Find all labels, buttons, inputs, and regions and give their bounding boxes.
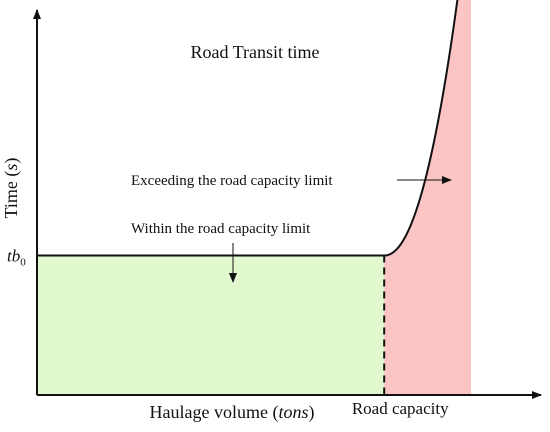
exceeding-label: Exceeding the road capacity limit	[131, 173, 333, 189]
x-axis-label-end: )	[308, 402, 314, 423]
chart-title: Road Transit time	[190, 42, 319, 62]
within-capacity-region	[38, 255, 385, 395]
exceeding-capacity-region	[384, 0, 471, 395]
y-axis-label-unit: s	[1, 164, 21, 171]
x-tick-label: Road capacity	[352, 399, 449, 418]
x-axis-label-unit: tons	[278, 402, 308, 422]
y-axis-label-main: Time (	[1, 171, 22, 219]
y-tick-label: tb0	[7, 247, 26, 269]
y-tick-main: tb	[7, 247, 20, 266]
y-axis-label: Time (s)	[1, 158, 22, 219]
within-label: Within the road capacity limit	[131, 221, 311, 237]
y-tick-subscript: 0	[20, 257, 26, 269]
x-axis-label: Haulage volume (tons)	[150, 402, 315, 423]
x-axis-label-main: Haulage volume (	[150, 402, 279, 423]
y-axis-label-end: )	[1, 158, 22, 164]
congestion-curve	[384, 0, 459, 257]
